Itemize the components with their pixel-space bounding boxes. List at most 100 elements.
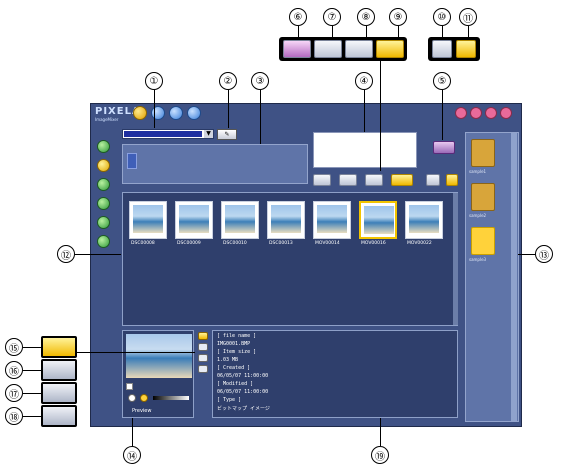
album-folder-2[interactable] <box>471 227 495 255</box>
all-mode-button[interactable] <box>376 40 404 58</box>
preview-label: Preview <box>132 408 152 414</box>
callout-button-15[interactable] <box>41 336 77 358</box>
photo-mode-button[interactable] <box>283 40 311 58</box>
callout-14: ⑭ <box>123 446 141 464</box>
callout-19: ⑲ <box>371 446 389 464</box>
sound-mode-button[interactable] <box>345 40 373 58</box>
filter-movie-button[interactable] <box>339 174 357 186</box>
small-view-button[interactable] <box>432 40 452 58</box>
leader-line <box>364 90 365 132</box>
side-button-4[interactable] <box>97 197 110 210</box>
preview-panel: Preview <box>122 330 194 418</box>
close-icon[interactable] <box>500 107 512 119</box>
thumbnail-2[interactable] <box>221 201 259 239</box>
leader-line <box>23 416 41 417</box>
thumbnail-area[interactable]: DSC00008 DSC00009 DSC00010 DSC00013 MOV0… <box>122 192 458 326</box>
side-button-3[interactable] <box>97 178 110 191</box>
album-scrollbar[interactable] <box>511 133 517 421</box>
callout-1: ① <box>145 72 163 90</box>
thumbnail-1[interactable] <box>175 201 213 239</box>
callout-18: ⑱ <box>5 407 23 425</box>
leader-line <box>518 254 535 255</box>
info-line: 06/05/07 11:00:00 <box>217 389 269 395</box>
thumbnail-6[interactable] <box>405 201 443 239</box>
leader-line <box>154 90 155 128</box>
thumbnail-5[interactable] <box>359 201 397 239</box>
side-button-1[interactable] <box>97 140 110 153</box>
thumbnail-label: MOV00016 <box>361 241 386 246</box>
thumbnail-0[interactable] <box>129 201 167 239</box>
info-line: [ Item size ] <box>217 349 257 355</box>
thumbnail-scrollbar[interactable] <box>453 193 458 325</box>
edit-path-button[interactable]: ✎ <box>217 129 237 140</box>
drive-dropdown[interactable]: ▼ <box>122 129 214 139</box>
callout-button-18[interactable] <box>41 405 77 427</box>
mode-icon-4[interactable] <box>187 106 201 120</box>
preview-image <box>126 334 192 378</box>
callout-6: ⑥ <box>289 8 307 26</box>
album-label: sample2 <box>469 213 487 218</box>
thumbnail-4[interactable] <box>313 201 351 239</box>
settings-icon[interactable] <box>485 107 497 119</box>
volume-slider[interactable] <box>153 396 189 400</box>
album-label: sample1 <box>469 169 487 174</box>
thumbnail-3[interactable] <box>267 201 305 239</box>
info-line: [ Created ] <box>217 365 251 371</box>
callout-toolbar-left <box>279 37 407 61</box>
callout-15: ⑮ <box>5 338 23 356</box>
preview-checkbox[interactable] <box>126 383 133 390</box>
stop-button[interactable] <box>140 394 148 402</box>
side-button-2[interactable] <box>97 159 110 172</box>
minimize-icon[interactable] <box>455 107 467 119</box>
side-button-5[interactable] <box>97 216 110 229</box>
filter-all-button[interactable] <box>391 174 413 186</box>
large-view-button[interactable] <box>456 40 476 58</box>
callout-16: ⑯ <box>5 361 23 379</box>
callout-button-16[interactable] <box>41 359 77 381</box>
thumbnail-label: DSC00013 <box>269 241 293 246</box>
thumbnail-label: DSC00009 <box>177 241 201 246</box>
info-line: [ Modified ] <box>217 381 254 387</box>
mode-icon-3[interactable] <box>169 106 183 120</box>
preview-mode-2[interactable] <box>198 343 208 351</box>
side-button-6[interactable] <box>97 235 110 248</box>
folder-tree-panel[interactable] <box>122 144 308 184</box>
view-large-button[interactable] <box>446 174 458 186</box>
preview-mode-4[interactable] <box>198 365 208 373</box>
help-icon[interactable] <box>470 107 482 119</box>
album-folder-0[interactable] <box>471 139 495 167</box>
thumbnail-label: MOV00022 <box>407 241 432 246</box>
callout-10: ⑩ <box>433 8 451 26</box>
view-small-button[interactable] <box>426 174 440 186</box>
album-folder-1[interactable] <box>471 183 495 211</box>
movie-mode-button[interactable] <box>314 40 342 58</box>
callout-2: ② <box>219 72 237 90</box>
leader-line <box>380 61 381 171</box>
filter-photo-button[interactable] <box>313 174 331 186</box>
preview-mode-1[interactable] <box>198 332 208 340</box>
preview-mode-3[interactable] <box>198 354 208 362</box>
filter-sound-button[interactable] <box>365 174 383 186</box>
leader-line <box>23 347 41 348</box>
callout-3: ③ <box>251 72 269 90</box>
file-info-panel: [ file name ] IMG0001.BMP [ Item size ] … <box>212 330 458 418</box>
mode-icon-1[interactable] <box>133 106 147 120</box>
play-button[interactable] <box>128 394 136 402</box>
dropdown-bar <box>124 131 202 137</box>
callout-toolbar-right <box>428 37 480 61</box>
leader-line <box>260 90 261 144</box>
info-line: ビットマップ イメージ <box>217 406 270 412</box>
leader-line <box>75 254 121 255</box>
logo-text: PIXELA <box>95 106 141 117</box>
folder-node[interactable] <box>127 153 137 169</box>
filter-toolbar <box>313 172 523 188</box>
transfer-button[interactable] <box>433 141 455 154</box>
callout-button-17[interactable] <box>41 382 77 404</box>
callout-9: ⑨ <box>389 8 407 26</box>
callout-13: ⑬ <box>535 245 553 263</box>
leader-line <box>332 26 333 38</box>
chevron-down-icon[interactable]: ▼ <box>204 130 213 138</box>
leader-line <box>23 370 41 371</box>
album-panel[interactable]: sample1 sample2 sample3 <box>465 132 519 422</box>
leader-line <box>298 26 299 38</box>
